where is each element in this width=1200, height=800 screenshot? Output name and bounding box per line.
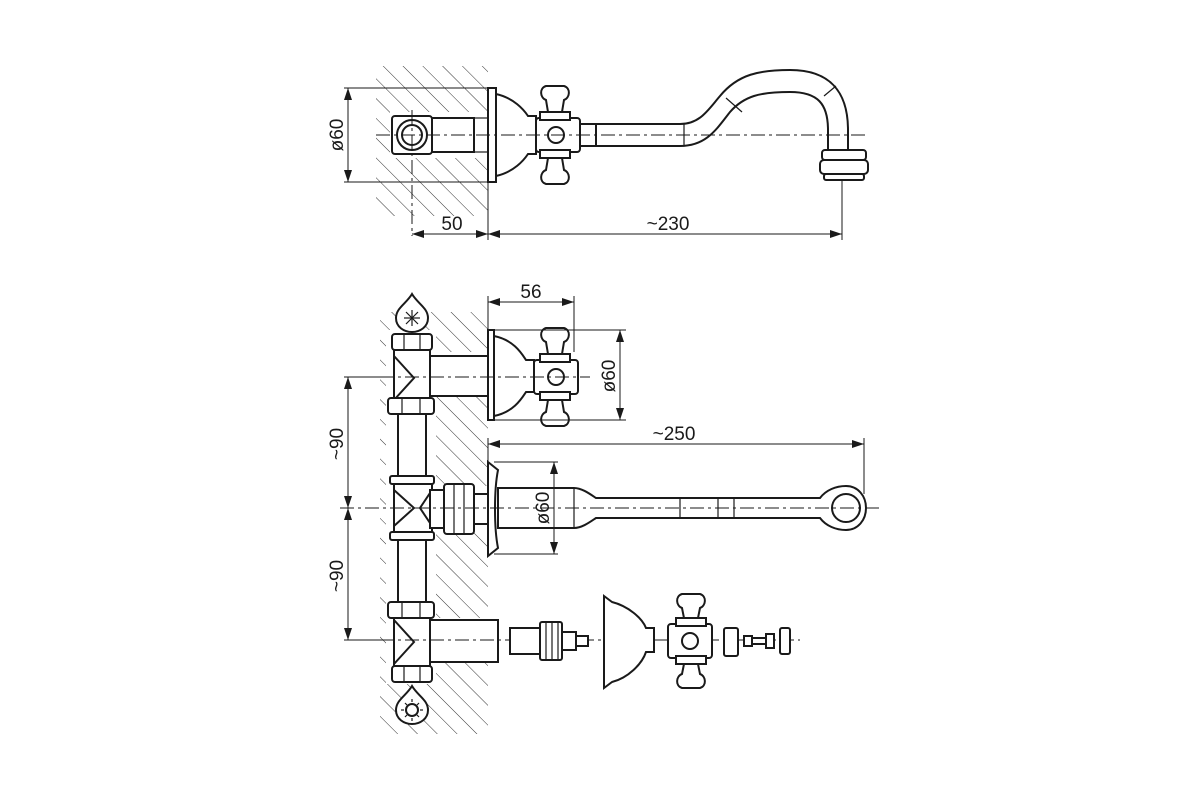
dim-spout-length: ~250 bbox=[487, 424, 865, 494]
spout-diameter-label: ø60 bbox=[533, 492, 554, 525]
dim-top-diameter: ø60 bbox=[327, 87, 488, 183]
dim-spacing: ~90 ~90 bbox=[327, 376, 394, 641]
top-length-label: ~230 bbox=[647, 214, 690, 235]
handle-front bbox=[487, 327, 579, 427]
handle-width-label: 56 bbox=[520, 282, 541, 303]
cap-part bbox=[779, 627, 791, 655]
handle-diameter-label: ø60 bbox=[599, 360, 620, 393]
top-view: ø60 50 ~230 bbox=[327, 66, 869, 240]
spacing-upper-label: ~90 bbox=[327, 428, 348, 460]
snowflake-drop-icon bbox=[394, 292, 430, 334]
wall-body-front bbox=[387, 333, 499, 683]
spout-front bbox=[429, 459, 868, 559]
spout-length-label: ~250 bbox=[653, 424, 696, 445]
spacing-lower-label: ~90 bbox=[327, 560, 348, 592]
handle-exploded bbox=[667, 593, 713, 689]
spout-top bbox=[596, 68, 869, 181]
dim-handle-width: 56 bbox=[487, 282, 575, 352]
top-depth-label: 50 bbox=[441, 214, 462, 235]
dim-spout-diameter: ø60 bbox=[494, 461, 558, 555]
front-view: 56 ø60 ~250 ø60 bbox=[327, 282, 880, 734]
sun-drop-icon bbox=[394, 684, 430, 726]
dim-top-length: ~230 bbox=[488, 180, 843, 240]
escutcheon bbox=[603, 594, 655, 690]
ring-part bbox=[723, 627, 739, 657]
dim-handle-diameter: ø60 bbox=[494, 329, 626, 421]
top-diameter-label: ø60 bbox=[327, 119, 348, 152]
cartridge bbox=[509, 621, 589, 661]
dim-top-depth: 50 bbox=[412, 182, 489, 240]
exploded-parts bbox=[380, 593, 800, 690]
